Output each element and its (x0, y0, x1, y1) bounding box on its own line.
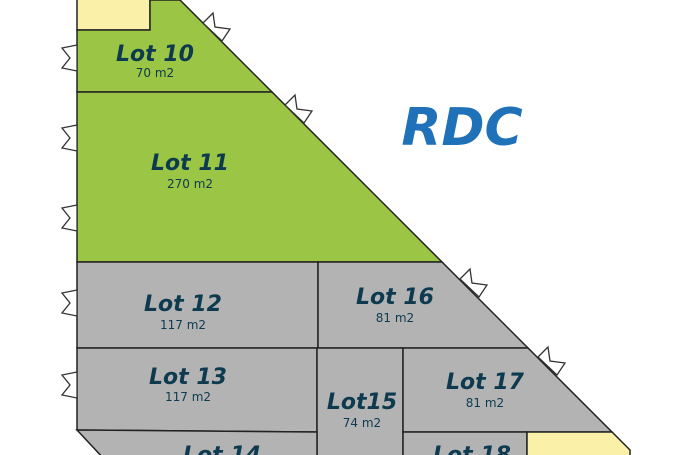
lot-name: Lot 18 (433, 443, 511, 455)
lot-name: Lot 12 (144, 292, 222, 317)
lot-area: 117 m2 (165, 390, 211, 404)
window-icon (60, 289, 78, 317)
common-area-top (76, 0, 151, 31)
lot-11[interactable] (76, 91, 444, 263)
common-area-bottom (526, 431, 631, 455)
window-icon (202, 11, 232, 43)
lot-area: 74 m2 (343, 416, 381, 430)
lot-name: Lot 10 (116, 42, 194, 67)
lot-area: 70 m2 (136, 66, 174, 80)
lot-15[interactable] (316, 347, 404, 455)
lot-area: 270 m2 (167, 177, 213, 191)
lot-name: Lot 14 (183, 443, 261, 455)
lot-area: 117 m2 (160, 318, 206, 332)
lot-name: Lot 16 (356, 285, 434, 310)
window-icon (459, 267, 489, 299)
lot-14[interactable] (75, 429, 318, 455)
window-icon (60, 44, 78, 72)
lot-name: Lot 11 (151, 151, 229, 176)
window-icon (284, 93, 314, 125)
window-icon (60, 124, 78, 152)
lot-area: 81 m2 (466, 396, 504, 410)
lot-18[interactable] (402, 431, 528, 455)
window-icon (537, 345, 567, 377)
lot-name: Lot 17 (446, 370, 525, 395)
window-icon (60, 204, 78, 232)
window-icon (60, 371, 78, 399)
lot-name: Lot 13 (149, 365, 227, 390)
lot-area: 81 m2 (376, 311, 414, 325)
floor-title: RDC (401, 98, 522, 158)
lot-name: Lot15 (327, 390, 397, 415)
